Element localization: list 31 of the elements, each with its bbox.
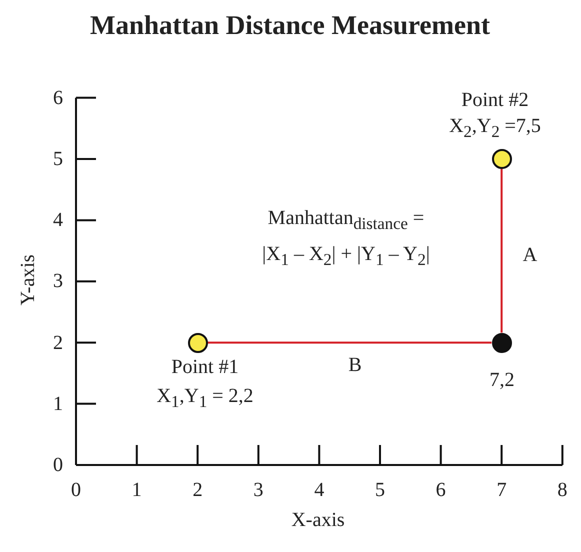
tick-label: 3 bbox=[53, 270, 63, 292]
tick-label: 6 bbox=[53, 86, 63, 109]
tick-label: 4 bbox=[53, 209, 63, 232]
tick-label: 4 bbox=[314, 479, 324, 501]
tick-label: 5 bbox=[53, 148, 63, 170]
axis-title: X-axis bbox=[291, 509, 345, 531]
tick-label: 6 bbox=[436, 479, 446, 501]
point-marker bbox=[188, 332, 208, 353]
edge-line bbox=[208, 342, 492, 344]
edge-line bbox=[500, 169, 503, 333]
tick-label: 1 bbox=[53, 392, 63, 415]
formula-text: Manhattan$_{distance}$ = bbox=[268, 206, 424, 234]
tick-label: 3 bbox=[253, 479, 264, 501]
point-label: X$_{1}$,Y$_{1}$ = 2,2 bbox=[156, 384, 254, 412]
tick-label: 2 bbox=[53, 332, 63, 354]
point-marker bbox=[492, 149, 512, 169]
point-label: 7,2 bbox=[490, 369, 514, 391]
point-label: Point #1 bbox=[171, 356, 239, 378]
tick-label: 5 bbox=[375, 479, 385, 501]
tick-label: 2 bbox=[192, 479, 203, 501]
chart-title: Manhattan Distance Measurement bbox=[90, 11, 490, 41]
point-label: Point #2 bbox=[461, 89, 529, 111]
tick-label: 7 bbox=[496, 479, 507, 501]
tick-label: 8 bbox=[557, 479, 568, 501]
tick-label: 0 bbox=[53, 454, 63, 476]
tick-label: 0 bbox=[71, 479, 81, 501]
point-marker bbox=[492, 332, 512, 353]
axis-title: Y-axis bbox=[17, 254, 39, 306]
point-label: X$_{2}$,Y$_{2}$ =7,5 bbox=[449, 114, 541, 142]
formula-text: |X$_{1}$ – X$_{2}$| + |Y$_{1}$ – Y$_{2}$| bbox=[262, 242, 430, 270]
tick-label: 1 bbox=[132, 479, 142, 501]
